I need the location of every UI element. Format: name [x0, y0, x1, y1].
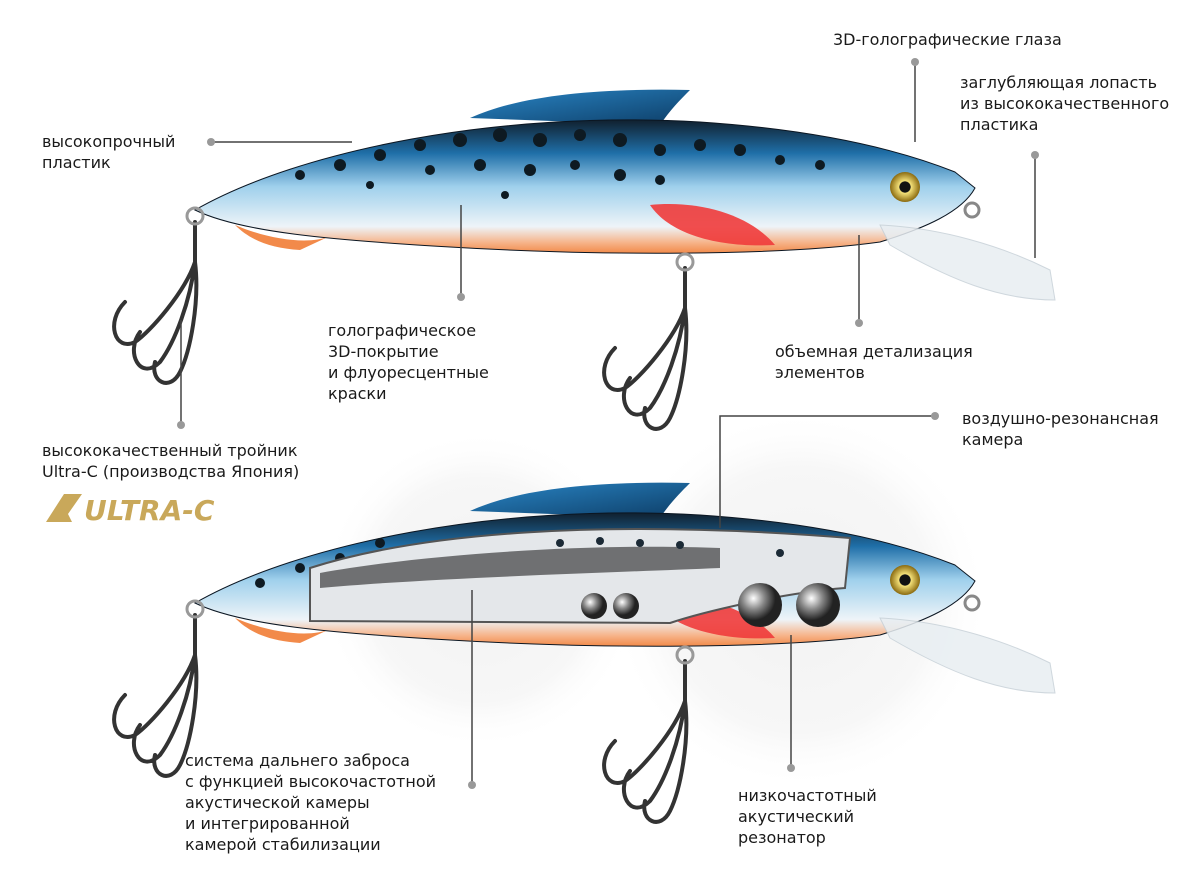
- label-line: голографическое: [328, 321, 477, 340]
- label-line: краски: [328, 384, 387, 403]
- ultra-c-logo: ULTRA-C: [46, 494, 215, 526]
- label-line: пластика: [960, 115, 1039, 134]
- body-spots: [295, 128, 825, 199]
- label-line: система дальнего заброса: [185, 751, 410, 770]
- label-treble-hook: высококачественный тройник Ultra-C (прои…: [42, 440, 299, 482]
- label-line: Ultra-C (производства Япония): [42, 462, 300, 481]
- label-line: заглубляющая лопасть: [960, 73, 1158, 92]
- label-line: акустической камеры: [185, 793, 370, 812]
- label-holographic-coating: голографическое 3D-покрытие и флуоресцен…: [328, 320, 489, 404]
- label-line: пластик: [42, 153, 111, 172]
- label-line: 3D-покрытие: [328, 342, 439, 361]
- label-air-chamber: воздушно-резонансная камера: [962, 408, 1159, 450]
- label-line: камера: [962, 430, 1024, 449]
- label-durable-plastic: высокопрочный пластик: [42, 131, 175, 173]
- label-line: и флуоресцентные: [328, 363, 489, 382]
- casting-ball: [581, 593, 607, 619]
- label-line: резонатор: [738, 828, 826, 847]
- lure-bottom-cutaway: [112, 481, 1057, 824]
- label-line: высококачественный тройник: [42, 441, 298, 460]
- label-casting-system: система дальнего заброса с функцией высо…: [185, 750, 436, 855]
- label-line: с функцией высокочастотной: [185, 772, 437, 791]
- lure-top: [112, 88, 1057, 431]
- label-line: объемная детализация: [775, 342, 973, 361]
- casting-ball: [613, 593, 639, 619]
- leader-lines: [180, 62, 1036, 785]
- label-line: из высококачественного: [960, 94, 1170, 113]
- label-line: камерой стабилизации: [185, 835, 381, 854]
- label-line: акустический: [738, 807, 855, 826]
- treble-hook-tail: [112, 206, 205, 385]
- logo-text: ULTRA-C: [84, 494, 215, 526]
- label-line: 3D-голографические глаза: [833, 30, 1062, 49]
- resonator-ball: [738, 583, 782, 627]
- resonator-ball: [796, 583, 840, 627]
- label-line: низкочастотный: [738, 786, 877, 805]
- leader-dots: [177, 58, 1039, 789]
- label-low-freq-resonator: низкочастотный акустический резонатор: [738, 785, 877, 848]
- label-line: элементов: [775, 363, 865, 382]
- label-line: и интегрированной: [185, 814, 350, 833]
- label-holographic-eyes: 3D-голографические глаза: [833, 29, 1062, 50]
- label-line: высокопрочный: [42, 132, 176, 151]
- label-volume-detail: объемная детализация элементов: [775, 341, 973, 383]
- treble-hook-belly: [602, 252, 695, 431]
- label-diving-lip: заглубляющая лопасть из высококачественн…: [960, 72, 1169, 135]
- label-line: воздушно-резонансная: [962, 409, 1159, 428]
